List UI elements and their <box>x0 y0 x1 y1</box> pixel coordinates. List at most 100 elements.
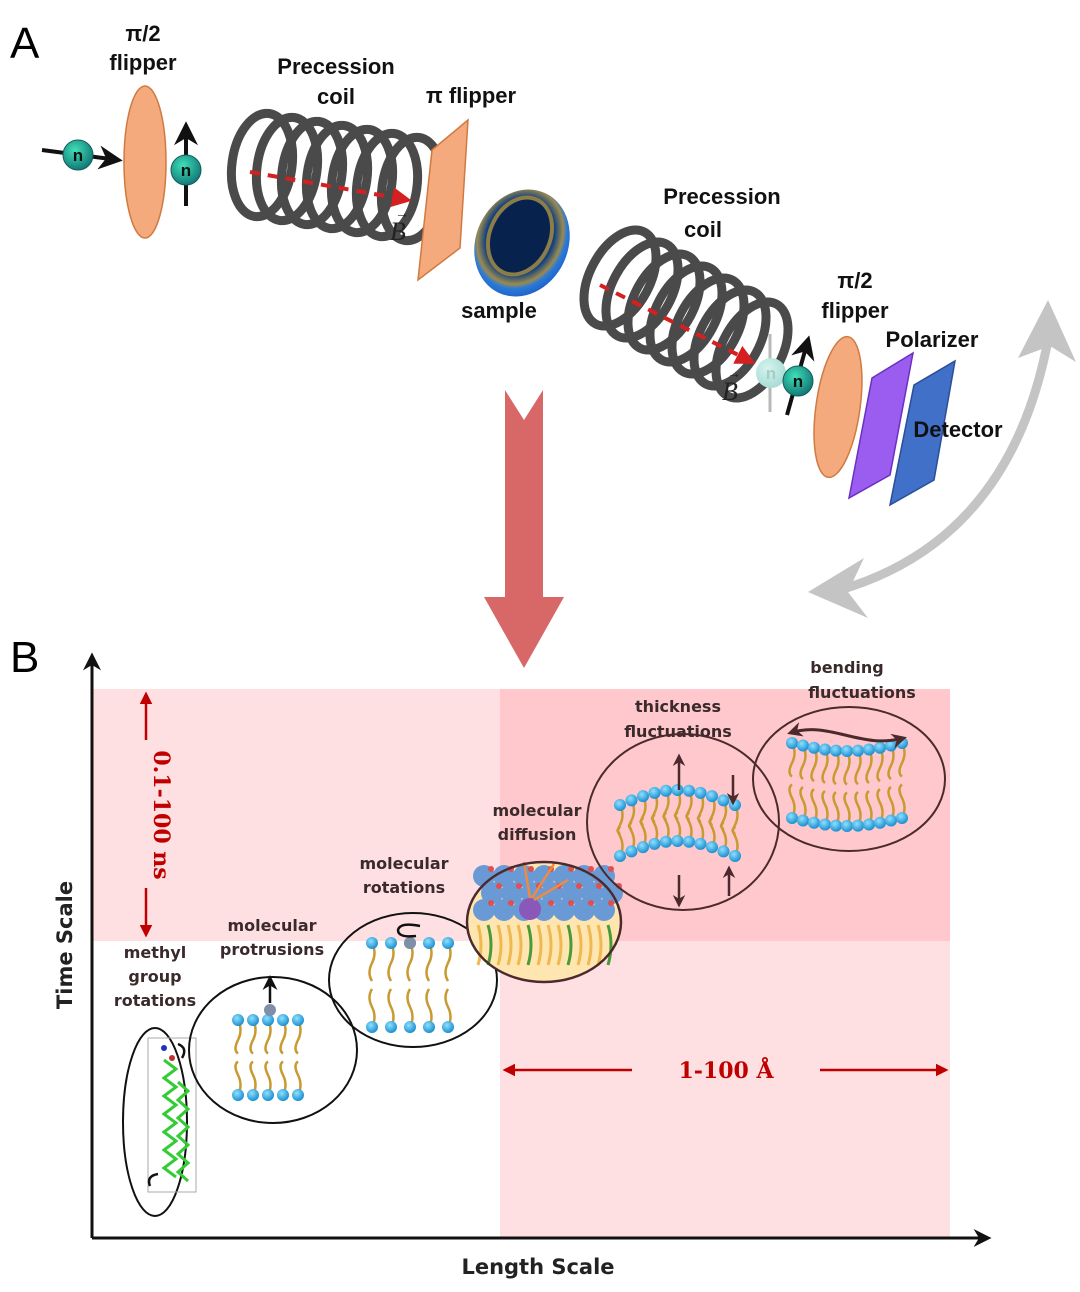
nitrogen-atom <box>161 1045 167 1051</box>
lipid-head <box>262 1089 274 1101</box>
lipid-molecule-model <box>147 1037 197 1193</box>
diffusion-path-arrow-icon <box>530 863 556 899</box>
lipid-tail <box>708 820 716 848</box>
flipper-out-label-line2: flipper <box>821 298 889 323</box>
lipid-tail <box>279 1019 287 1055</box>
sample-label: sample <box>461 298 537 323</box>
coil-turn <box>601 237 683 343</box>
coil-turn <box>645 261 727 367</box>
lipid-head <box>232 1089 244 1101</box>
field-symbol-1: B <box>390 217 406 246</box>
lipid-tail <box>506 924 513 966</box>
lipid-bilayer <box>232 975 304 1101</box>
lipid-tail <box>294 1060 302 1096</box>
pi-flipper <box>417 118 469 282</box>
neutron-symbol: n <box>766 364 776 383</box>
lipid-head <box>648 786 661 799</box>
lipid-head <box>841 745 853 757</box>
lipid-head <box>277 1014 289 1026</box>
lipid-head <box>423 1021 435 1033</box>
lipid-tail <box>536 924 543 966</box>
lipid-tail <box>526 924 533 966</box>
lipid-tail <box>876 747 884 783</box>
panel-a-label: A <box>10 19 40 68</box>
rotation-double-arrow <box>808 300 1076 618</box>
bending-double-arrow-icon <box>787 722 907 749</box>
lipid-head <box>896 812 908 824</box>
lipid-head <box>637 790 649 803</box>
carbon-chain <box>161 1058 179 1179</box>
neutron-symbol: n <box>181 161 191 180</box>
lipid-head <box>797 739 809 752</box>
lipid-head <box>706 841 718 854</box>
neutron-symbol: n <box>793 372 803 391</box>
lipid-bilayer <box>614 784 741 862</box>
lipid-tail <box>719 824 728 852</box>
carbon-chain <box>175 1080 191 1183</box>
lipid-tail <box>821 748 829 784</box>
lipid-tail <box>596 924 603 966</box>
rotation-arc <box>838 339 1053 595</box>
lipid-tail <box>685 815 693 843</box>
lipid-tail <box>234 1019 242 1055</box>
lipid-tail <box>576 924 583 966</box>
lipid-head <box>808 741 820 754</box>
lipid-head <box>786 737 798 749</box>
coil-turn <box>276 116 348 230</box>
lipid-head <box>863 743 875 756</box>
precession-coil-1 <box>226 108 448 246</box>
rotations-label-line1: molecular <box>359 854 448 873</box>
spin-up-neutron: n <box>170 121 202 206</box>
diffusion-path-arrow-icon <box>522 861 532 899</box>
field-symbol-2: B <box>722 377 738 406</box>
pi-flipper-label: π flipper <box>426 83 517 108</box>
length-range-label: 1-100 Å <box>678 1057 774 1084</box>
lipid-head <box>671 784 684 796</box>
lipid-head <box>717 794 730 807</box>
protruding-lipid-head <box>264 1004 276 1016</box>
coil-1-label-line1: Precession <box>277 54 394 79</box>
lipid-marker <box>516 883 522 889</box>
lipid-tail <box>898 742 906 778</box>
lipid-tail <box>865 789 873 826</box>
lipid-tail <box>799 785 807 822</box>
lipid-tail <box>832 791 840 827</box>
protrusions-label-line2: protrusions <box>220 940 324 959</box>
lipid-tail <box>444 988 452 1028</box>
lipid-head <box>683 784 695 797</box>
detector <box>888 359 957 507</box>
lipid-marker <box>488 866 494 872</box>
lipid-head <box>660 784 672 797</box>
lipid-head <box>404 1021 416 1033</box>
lipid-head <box>694 837 707 850</box>
lipid-tail <box>696 817 705 845</box>
arrowhead-up-icon <box>1018 300 1076 362</box>
lipid-tail <box>832 750 840 786</box>
lipid-head <box>614 799 626 811</box>
lipid-tail <box>586 924 593 966</box>
molecule-frame <box>147 1037 197 1193</box>
lipid-tail <box>810 747 818 783</box>
thickness-label-line1: thickness <box>635 697 721 716</box>
coil-turn <box>326 124 398 238</box>
x-axis-title: Length Scale <box>461 1255 614 1279</box>
lipid-tail <box>425 988 433 1028</box>
lipid-tail <box>496 924 503 966</box>
thickness-label-line2: fluctuations <box>624 722 732 741</box>
lipid-head <box>625 845 638 858</box>
lipid-tail <box>810 788 818 824</box>
protrusions-label-line1: molecular <box>227 916 316 935</box>
oxygen-atom <box>169 1055 175 1061</box>
pi-half-flipper-out <box>813 335 863 479</box>
lipid-marker <box>528 866 534 872</box>
lipid-marker <box>508 900 514 906</box>
lipid-head <box>819 743 831 756</box>
transition-down-arrow <box>484 390 564 668</box>
outgoing-neutrons: n n <box>756 334 815 416</box>
lipid-tail <box>673 814 682 842</box>
diffusion-label-line1: molecular <box>492 801 581 820</box>
coil-turn <box>301 120 373 234</box>
methyl-label-line2: group <box>128 967 181 986</box>
lipid-tail <box>788 742 796 778</box>
lipid-marker <box>568 900 574 906</box>
